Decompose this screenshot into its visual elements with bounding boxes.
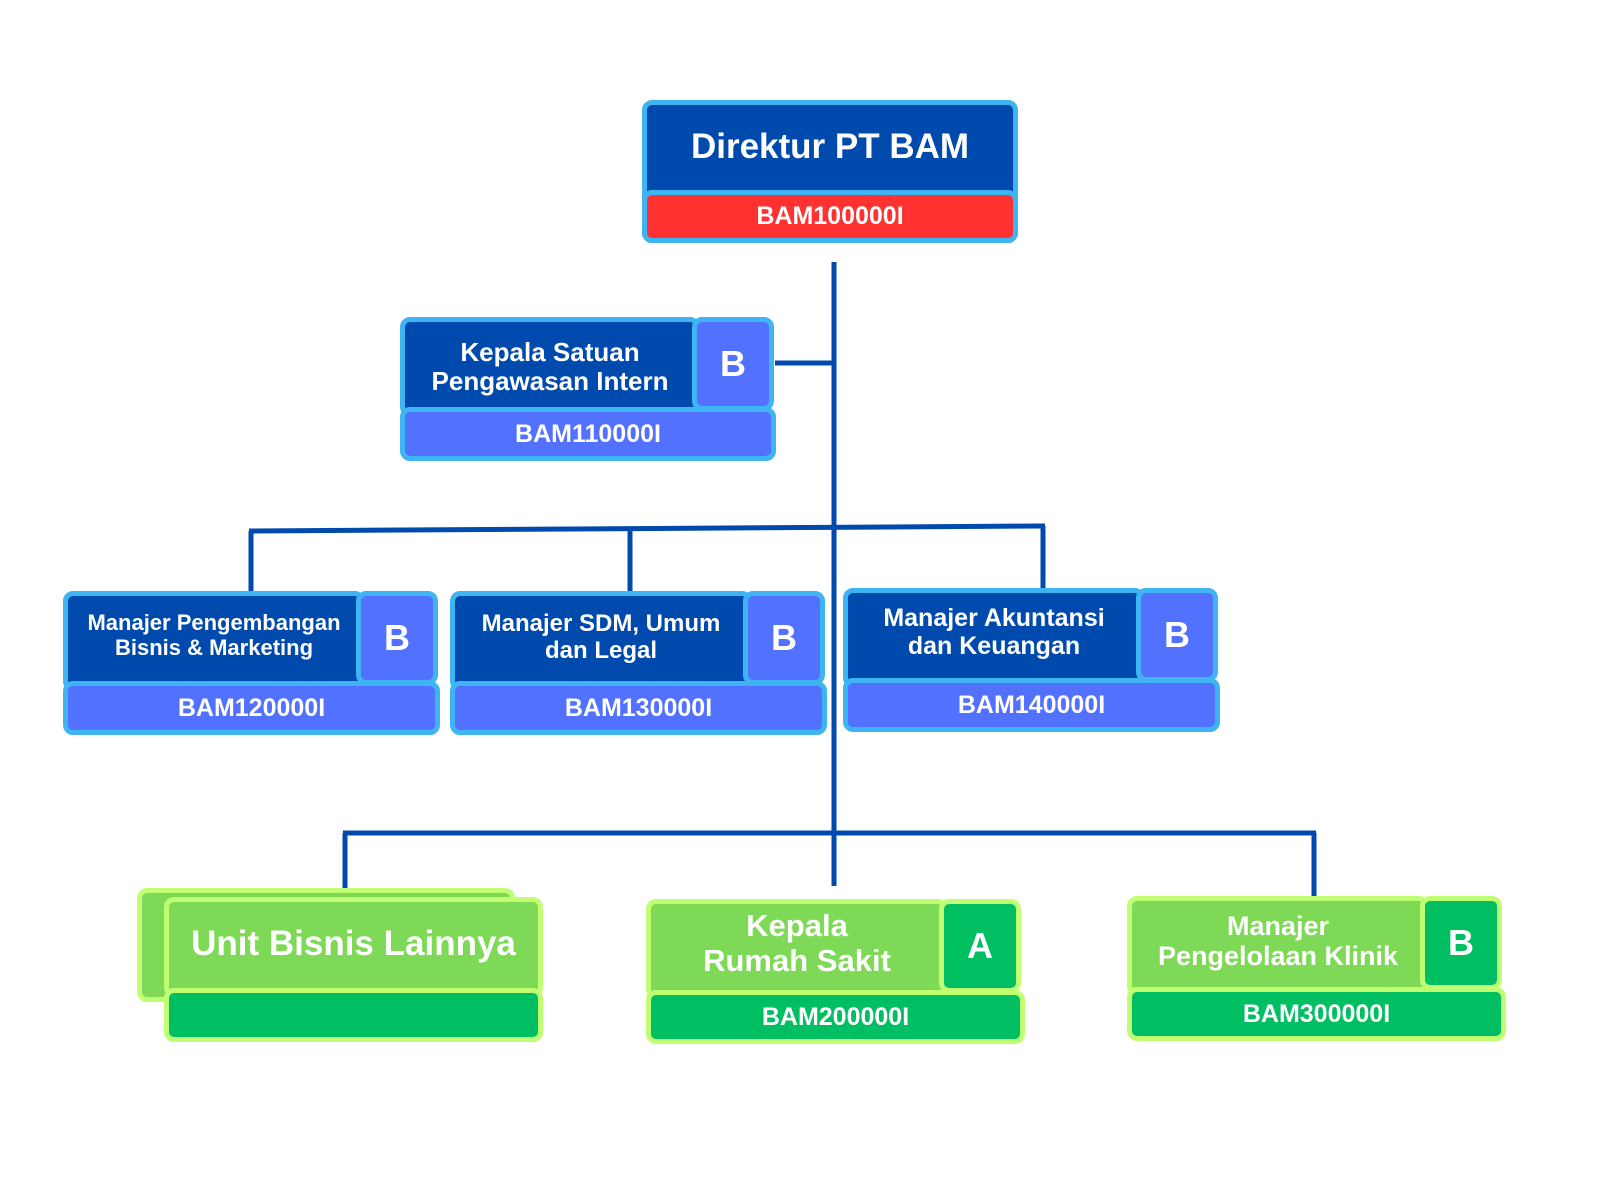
node-title: Manajer SDM, Umum dan Legal xyxy=(481,610,721,665)
node-code: BAM140000I xyxy=(957,690,1106,719)
node-grade: B xyxy=(1164,614,1190,655)
title-line: dan Keuangan xyxy=(907,632,1081,660)
node-title: Kepala Rumah Sakit xyxy=(703,908,891,978)
title-line: Manajer xyxy=(1226,910,1330,941)
node-title-box: Kepala Satuan Pengawasan Intern xyxy=(400,317,700,417)
node-code: BAM120000I xyxy=(177,693,326,722)
node-code-box: BAM130000I xyxy=(450,681,827,735)
title-line: Rumah Sakit xyxy=(703,943,891,978)
node-title: Direktur PT BAM xyxy=(690,127,970,166)
node-code: BAM200000I xyxy=(761,1002,910,1031)
node-title: Unit Bisnis Lainnya xyxy=(191,924,516,964)
node-code-box: BAM110000I xyxy=(400,407,776,461)
node-finance[interactable]: Manajer Akuntansi dan Keuangan B BAM1400… xyxy=(843,588,1220,732)
node-title: Manajer Pengembangan Bisnis & Marketing xyxy=(87,611,340,660)
node-grade-badge: B xyxy=(743,591,825,685)
title-line: Manajer Pengembangan xyxy=(87,610,341,636)
node-title: Kepala Satuan Pengawasan Intern xyxy=(431,336,669,396)
node-internal-audit[interactable]: Kepala Satuan Pengawasan Intern B BAM110… xyxy=(400,317,776,461)
node-title-box: Manajer SDM, Umum dan Legal xyxy=(450,591,752,691)
node-title-box: Manajer Pengembangan Bisnis & Marketing xyxy=(63,591,365,691)
node-grade: B xyxy=(771,617,797,658)
node-code: BAM110000I xyxy=(515,419,661,448)
node-code-box: BAM120000I xyxy=(63,681,440,735)
node-code-box xyxy=(164,988,543,1042)
node-code-box: BAM200000I xyxy=(646,990,1025,1044)
node-grade-badge: A xyxy=(939,899,1021,993)
title-line: Manajer Akuntansi xyxy=(883,604,1105,632)
node-code-box: BAM140000I xyxy=(843,678,1220,732)
node-title: Manajer Akuntansi dan Keuangan xyxy=(883,604,1104,660)
node-grade-badge: B xyxy=(1136,588,1218,682)
node-title-box: Kepala Rumah Sakit xyxy=(646,899,948,999)
node-code: BAM300000I xyxy=(1242,999,1391,1028)
node-grade-badge: B xyxy=(356,591,438,685)
node-code-box: BAM300000I xyxy=(1127,987,1506,1041)
node-grade-badge: B xyxy=(1420,896,1502,990)
title-line: Pengawasan Intern xyxy=(431,366,669,396)
node-title: Manajer Pengelolaan Klinik xyxy=(1158,911,1398,971)
node-grade: B xyxy=(720,343,746,384)
node-title-box: Unit Bisnis Lainnya xyxy=(164,897,543,997)
title-line: Kepala xyxy=(746,908,848,944)
node-clinic[interactable]: Manajer Pengelolaan Klinik B BAM300000I xyxy=(1127,896,1506,1041)
node-bizdev[interactable]: Manajer Pengembangan Bisnis & Marketing … xyxy=(63,591,440,735)
node-hospital[interactable]: Kepala Rumah Sakit A BAM200000I xyxy=(646,899,1025,1044)
title-line: Manajer SDM, Umum xyxy=(481,610,721,638)
title-line: Pengelolaan Klinik xyxy=(1157,941,1399,971)
node-other-units[interactable]: Unit Bisnis Lainnya xyxy=(137,888,543,1042)
node-title-box: Manajer Pengelolaan Klinik xyxy=(1127,896,1429,996)
title-line: dan Legal xyxy=(544,637,658,664)
node-grade: B xyxy=(1448,922,1474,963)
node-code: BAM100000I xyxy=(756,202,904,230)
title-line: Bisnis & Marketing xyxy=(114,635,314,660)
node-title-box: Manajer Akuntansi dan Keuangan xyxy=(843,588,1145,688)
node-grade: A xyxy=(967,925,993,966)
title-line: Kepala Satuan xyxy=(460,336,640,367)
node-grade-badge: B xyxy=(692,317,774,411)
node-code-box: BAM100000I xyxy=(642,190,1018,243)
node-director[interactable]: Direktur PT BAM BAM100000I xyxy=(642,100,1018,243)
node-hr[interactable]: Manajer SDM, Umum dan Legal B BAM130000I xyxy=(450,591,827,735)
node-grade: B xyxy=(384,617,410,658)
node-code: BAM130000I xyxy=(564,693,713,722)
connector-level2-bar xyxy=(248,523,1046,534)
